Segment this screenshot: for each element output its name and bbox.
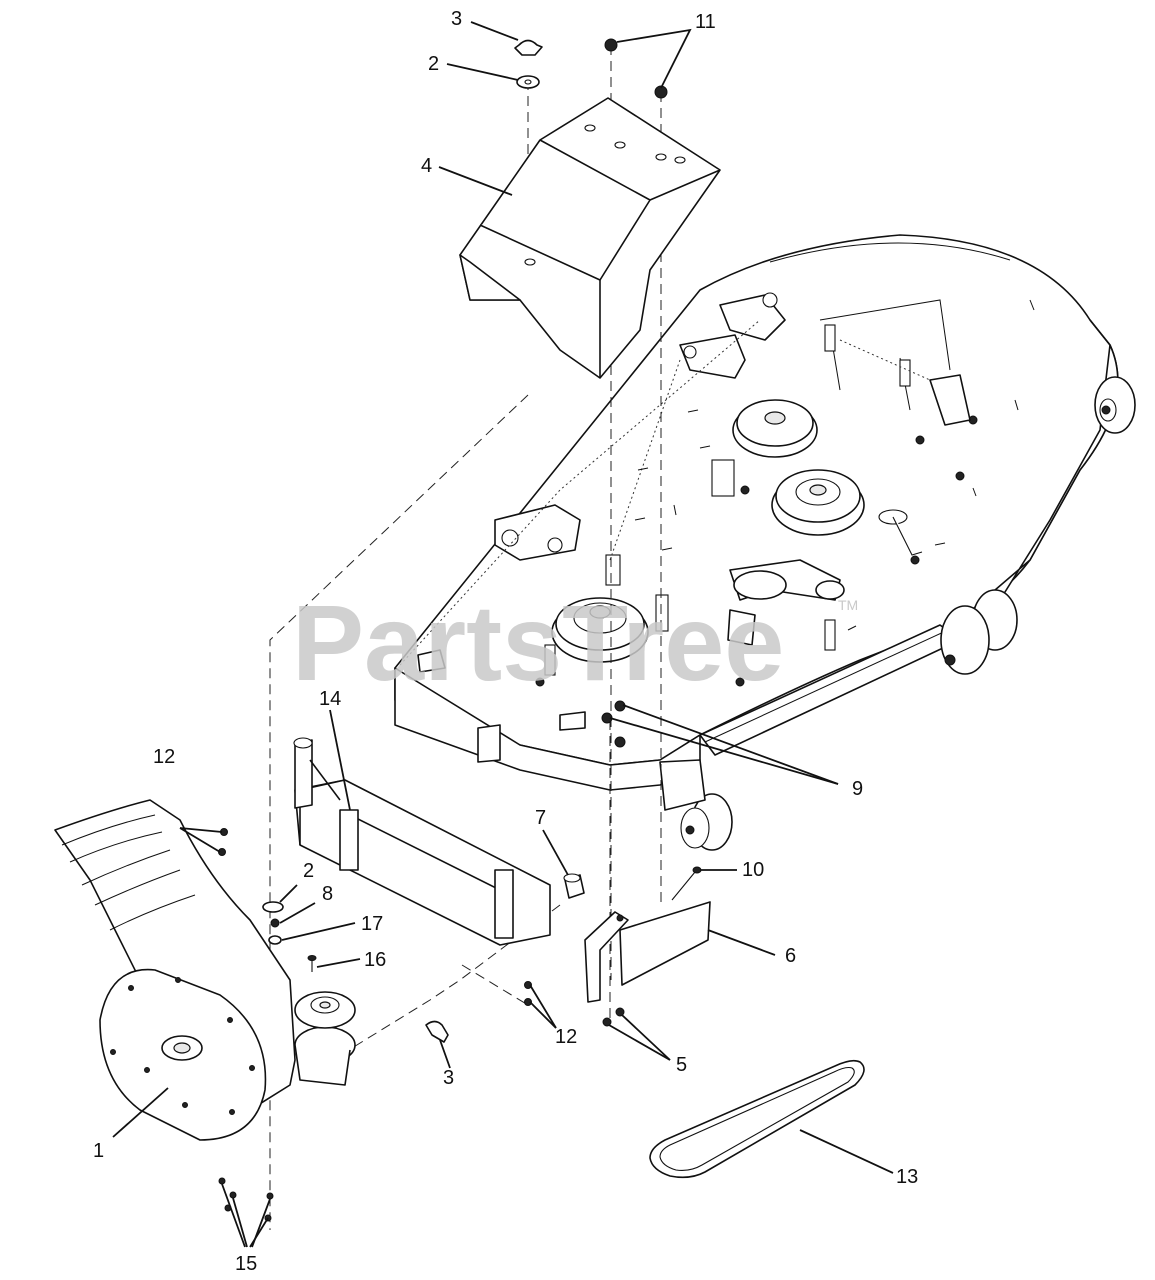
svg-text:PartsTree: PartsTree [292,582,784,703]
callout-9: 9 [852,778,863,800]
callout-15: 15 [235,1253,257,1275]
nut-11-a [604,38,618,52]
callout-14: 14 [319,688,341,710]
callout-2-top: 2 [428,53,439,75]
callout-1: 1 [93,1140,104,1162]
bolts-5 [602,1007,625,1027]
idler-arm [727,559,845,646]
bolt-10 [671,866,702,901]
washer-17 [268,935,282,945]
nuts-9 [601,700,626,748]
callout-7: 7 [535,807,546,829]
callout-3-lower: 3 [443,1067,454,1089]
caster-wheel-rear [940,589,1018,675]
callout-4: 4 [421,155,432,177]
callout-16: 16 [364,949,386,971]
callout-8: 8 [322,883,333,905]
callout-12-lower: 12 [555,1026,577,1048]
clevis-pin [563,873,585,899]
baffle-plate [584,901,711,1003]
washer-2-lower [262,901,284,913]
mower-deck [394,234,1136,851]
drive-housing [54,799,356,1141]
callouts: 3 2 4 11 14 12 7 9 10 2 8 17 16 6 12 3 5… [93,8,918,1275]
callout-3-top: 3 [451,8,462,30]
callout-6: 6 [785,945,796,967]
deck-hardware [535,324,978,687]
screws-12-bottom [524,981,532,1006]
watermark: PartsTree TM [292,582,858,703]
callout-13: 13 [896,1166,918,1188]
callout-10: 10 [742,859,764,881]
wing-nut-top [514,39,543,56]
washer-top [516,75,540,89]
spindle-pulley-right [771,469,865,536]
caster-wheel-front [1094,376,1136,434]
deck-brackets [417,292,971,763]
svg-text:TM: TM [838,597,858,613]
callout-12-top: 12 [153,746,175,768]
spindle-pulley-left [551,597,649,663]
callout-5: 5 [676,1054,687,1076]
bolt-16 [307,955,317,972]
callout-11: 11 [695,11,716,33]
callout-17: 17 [361,913,383,935]
callout-2-lower: 2 [303,860,314,882]
nut-8 [270,918,280,928]
drive-belt [649,1059,865,1179]
belt-cover [459,97,721,379]
spindle-pulley-center [732,399,818,458]
wing-nut-lower [425,1020,449,1043]
mounting-bracket [293,737,551,946]
leader-lines [112,21,894,1248]
caster-wheel-left [659,759,733,851]
